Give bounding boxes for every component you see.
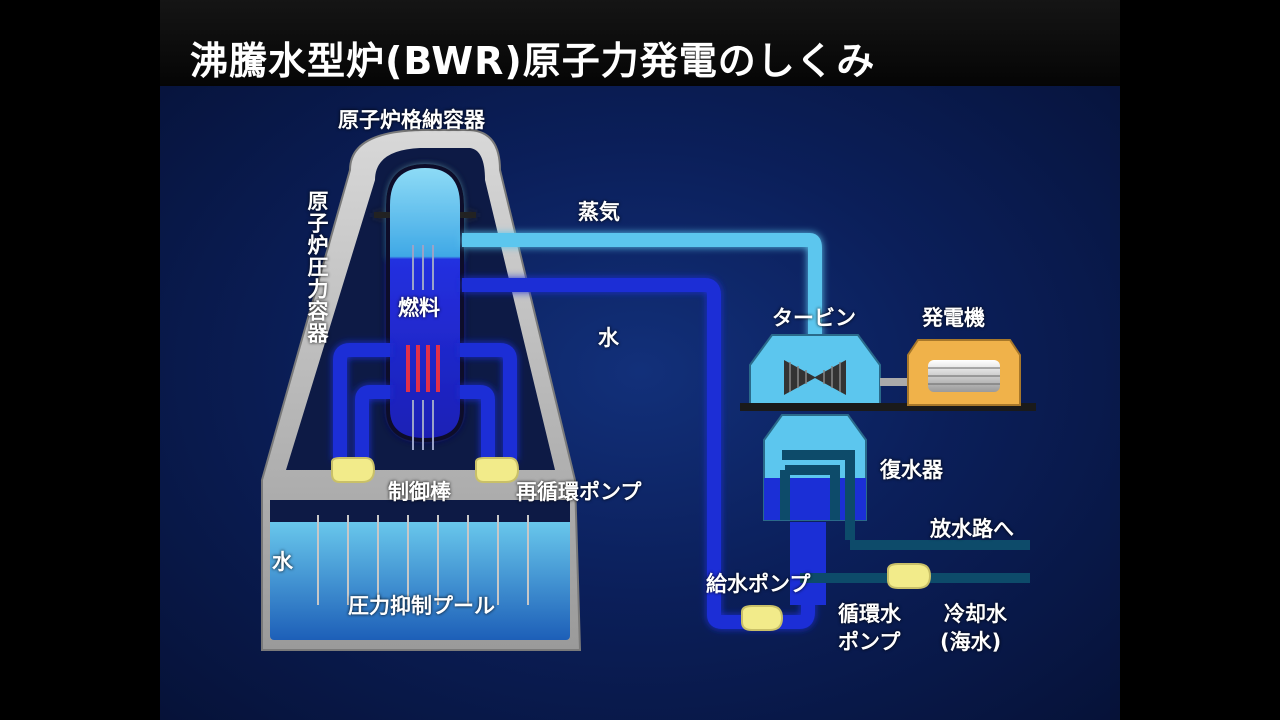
steam-line <box>462 233 822 340</box>
recirculation-pumps <box>331 457 520 483</box>
condenser-label: 復水器 <box>880 458 943 482</box>
turbine-label: タービン <box>772 306 856 330</box>
recirculation-loops <box>333 343 517 470</box>
page-title: 沸騰水型炉(BWR)原子力発電のしくみ <box>190 39 876 83</box>
fuel-rods <box>406 345 440 392</box>
feedwater-line <box>462 278 815 629</box>
suppression-pool-label: 圧力抑制プール <box>348 594 495 618</box>
feed-pump-label: 給水ポンプ <box>706 572 811 596</box>
steam-label: 蒸気 <box>578 200 620 224</box>
pool-water-label: 水 <box>272 550 293 574</box>
recirc-pump-label: 再循環ポンプ <box>516 480 642 504</box>
feed-pump <box>741 605 784 631</box>
generator <box>907 339 1021 406</box>
condenser <box>763 414 867 605</box>
control-rods <box>412 245 434 450</box>
water-label: 水 <box>598 326 619 350</box>
circ-pump-label-1: 循環水 <box>838 602 901 626</box>
title-bar <box>160 0 1120 86</box>
discharge-label: 放水路へ <box>930 517 1014 541</box>
fuel-label: 燃料 <box>398 296 440 320</box>
circulating-water-pump <box>887 563 932 589</box>
generator-label: 発電機 <box>922 306 985 330</box>
cooling-water-label-1: 冷却水 <box>944 602 1007 626</box>
cooling-water-label-2: (海水) <box>940 630 1002 654</box>
circ-pump-label-2: ポンプ <box>838 630 901 654</box>
turbine <box>740 334 1036 411</box>
pressure-vessel-label: 原子炉圧力容器 <box>305 190 329 344</box>
containment-label: 原子炉格納容器 <box>338 108 485 132</box>
control-rods-label: 制御棒 <box>388 480 451 504</box>
suppression-pool-water <box>270 512 570 640</box>
